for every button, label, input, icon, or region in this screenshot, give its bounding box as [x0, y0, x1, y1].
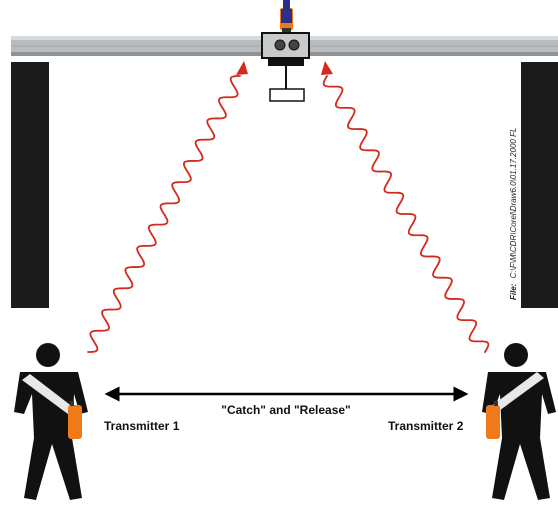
receiver-unit [280, 0, 293, 33]
transmitter-2-icon [486, 401, 500, 439]
file-note: File: C:\F\M\CDR\Corel\Draw6.0\01.17.200… [509, 128, 518, 300]
operator-figure-left [14, 343, 88, 500]
pillar-left [11, 62, 49, 308]
operator-figure-right [482, 343, 556, 500]
crane-trolley [261, 32, 310, 102]
signal-wave-left [87, 61, 248, 353]
signal-arrowhead-left [236, 61, 248, 75]
file-note-path: C:\F\M\CDR\Corel\Draw6.0\01.17.2000 FL [509, 128, 518, 279]
transmitter-1-icon [68, 401, 82, 439]
transmitter-1-label: Transmitter 1 [104, 419, 180, 433]
signal-arrowhead-right [321, 61, 333, 75]
catch-release-label: "Catch" and "Release" [221, 403, 350, 417]
transmitter-2-label: Transmitter 2 [388, 419, 464, 433]
file-note-prefix: File: [509, 283, 518, 300]
pillar-right [521, 62, 558, 308]
signal-wave-right [321, 61, 490, 353]
